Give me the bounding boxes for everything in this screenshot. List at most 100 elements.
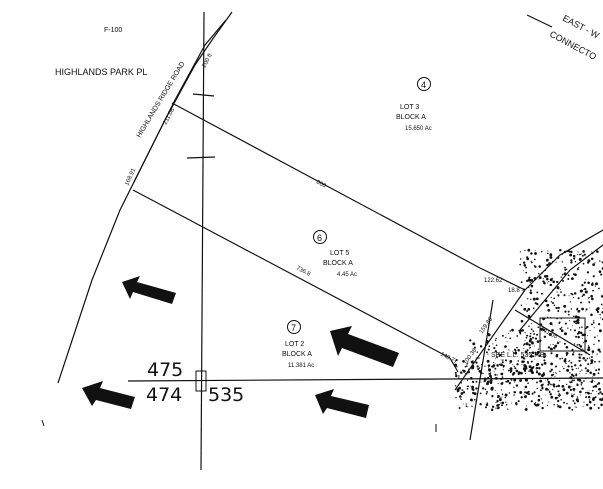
stipple-dot [526,279,529,283]
stipple-dot [547,250,549,252]
stipple-dot [599,398,602,401]
stipple-dot [594,384,598,388]
stipple-dot [475,400,477,403]
stipple-dot [560,291,562,293]
stipple-dot [465,365,468,367]
stipple-dot [497,407,500,410]
stipple-dot [525,266,528,269]
stipple-dot [594,262,596,264]
stipple-dot [475,387,478,390]
stipple-dot [486,402,489,404]
stipple-dot [590,359,594,363]
stipple-dot [495,337,497,340]
stipple-dot [590,392,592,395]
stipple-dot [597,348,601,352]
stipple-dot [490,386,494,390]
stipple-dot [551,277,553,280]
stipple-dot [538,363,539,365]
stipple-dot [520,396,523,399]
stipple-dot [535,353,537,355]
land-lot-line-vertical [200,11,205,471]
stipple-dot [537,394,541,398]
stipple-dot [570,377,572,379]
stipple-dot [484,388,487,391]
stipple-dot [555,371,557,373]
stipple-dot [590,356,593,358]
stipple-dot [599,260,601,262]
stipple-dot [598,329,602,333]
stipple-dot [525,303,527,305]
stipple-dot [469,377,473,380]
stipple-dot [548,401,550,403]
stipple-dot [496,374,498,376]
stipple-dot [515,369,519,373]
stipple-dot [585,308,588,311]
stipple-dot [589,371,592,374]
stipple-dot [574,406,576,408]
stipple-dot [542,373,546,376]
stipple-dot [539,339,542,343]
stipple-dot [489,381,493,384]
stipple-dot [577,335,580,339]
stipple-dot [593,404,596,406]
stipple-dot [590,294,593,298]
stipple-dot [505,336,507,339]
stipple-dot [571,325,573,327]
stipple-dot [550,395,554,399]
stipple-dot [582,337,583,339]
stipple-dot [592,321,595,324]
stipple-dot [525,336,528,339]
stipple-dot [561,261,563,263]
stipple-dot [557,340,559,342]
stipple-dot [567,278,570,280]
stipple-dot [574,315,578,319]
stipple-dot [575,377,577,379]
stipple-dot [479,345,483,348]
stipple-dot [482,387,485,390]
stipple-dot [534,249,536,251]
stipple-dot [591,389,594,392]
stipple-dot [600,295,603,298]
lot-line-middle [132,189,451,359]
stipple-dot [536,302,539,306]
stipple-dot [597,382,601,385]
stipple-dot [563,272,567,276]
stipple-dot [545,387,549,391]
stipple-dot [566,251,568,253]
stipple-dot [572,273,575,276]
stipple-dot [548,281,550,283]
stipple-dot [534,351,537,354]
stipple-dot [530,252,533,255]
stipple-dot [529,281,531,283]
stipple-dot [554,344,558,348]
stipple-dot [539,377,542,380]
stipple-dot [456,389,460,393]
stipple-dot [465,403,467,405]
stipple-dot [524,340,526,342]
lot-line-east-c [469,299,494,441]
stipple-dot [585,373,587,374]
parcel-circles [287,77,431,334]
stipple-dot [538,354,541,357]
stipple-dot [593,327,595,329]
stipple-dot [551,260,554,263]
stipple-dot [550,368,553,371]
stipple-dot [550,362,553,366]
stipple-dot [546,264,548,266]
stipple-dot [593,367,595,369]
stipple-dot [578,343,581,346]
stipple-dot [581,347,583,349]
stipple-dot [543,282,546,285]
stipple-dot [583,401,585,403]
parcel-7-number: 7 [291,323,296,333]
stipple-dot [515,384,519,387]
stipple-dot [573,320,576,323]
stipple-dot [597,335,599,337]
stipple-dot [459,398,461,400]
stipple-dot [488,368,491,371]
stipple-dot [547,282,549,284]
stipple-dot [559,249,562,252]
stipple-dot [576,383,579,387]
stipple-dot [526,361,529,363]
stipple-dot [507,369,510,372]
